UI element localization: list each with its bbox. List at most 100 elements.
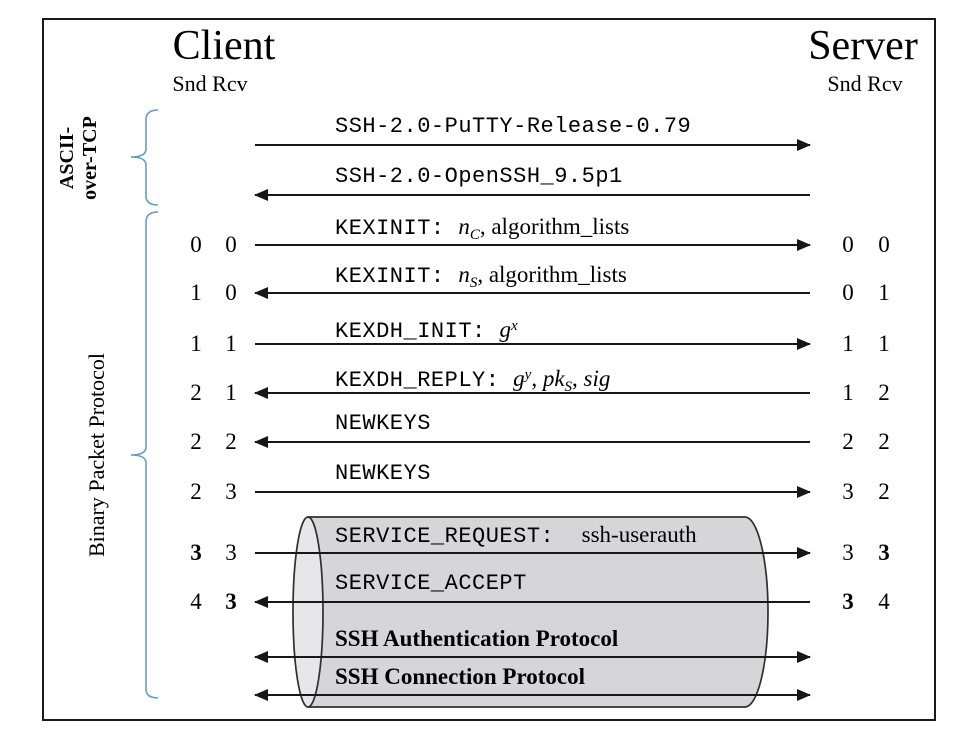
arrowhead-left-icon	[254, 596, 268, 608]
client-rcv-counter: 2	[225, 429, 237, 454]
message-label: KEXDH_INIT: gx	[335, 311, 518, 344]
message-text-part: KEXINIT:	[335, 216, 459, 241]
message-text-part: n	[458, 214, 470, 239]
arrowhead-left-icon	[254, 651, 268, 663]
server-snd-rcv-header: Snd Rcv	[827, 71, 903, 96]
secure-tunnel-cylinder	[292, 516, 769, 708]
message-text-part: SERVICE_ACCEPT	[335, 571, 527, 596]
message-text-part: sig	[583, 366, 611, 391]
message-text-part: KEXDH_REPLY:	[335, 368, 514, 393]
message-arrow-left	[254, 436, 810, 448]
client-rcv-counter: 1	[225, 331, 237, 356]
client-snd-counter: 2	[190, 479, 202, 504]
message-text-part: , algorithm_lists	[479, 214, 630, 239]
message-text-part: SSH Connection Protocol	[335, 664, 586, 689]
arrowhead-left-icon	[254, 189, 268, 201]
arrowhead-right-icon	[797, 547, 811, 559]
message-label: SSH-2.0-PuTTY-Release-0.79	[335, 112, 691, 142]
message-text-part: SSH Authentication Protocol	[335, 626, 619, 651]
client-rcv-counter: 3	[225, 589, 237, 614]
message-arrow-left	[254, 387, 810, 399]
arrowhead-left-icon	[254, 436, 268, 448]
message-label: SERVICE_ACCEPT	[335, 569, 527, 599]
arrowhead-right-icon	[797, 338, 811, 350]
server-rcv-counter: 1	[878, 280, 890, 305]
client-snd-counter: 4	[190, 589, 202, 614]
server-rcv-counter: 1	[878, 331, 890, 356]
server-rcv-counter: 2	[878, 380, 890, 405]
message-text-part: pk	[542, 366, 565, 391]
message-text-part: ,	[531, 366, 543, 391]
client-rcv-counter: 0	[225, 232, 237, 257]
message-arrow-left	[254, 287, 810, 299]
server-rcv-counter: 2	[878, 479, 890, 504]
message-arrow-right	[255, 338, 811, 350]
server-rcv-counter: 2	[878, 429, 890, 454]
server-snd-counter: 0	[842, 280, 854, 305]
client-rcv-counter: 1	[225, 380, 237, 405]
client-snd-counter: 2	[190, 429, 202, 454]
message-arrow-both	[254, 689, 811, 701]
message-label: KEXINIT: nC, algorithm_lists	[335, 212, 630, 243]
message-text-part: y	[524, 367, 532, 383]
message-label: SERVICE_REQUEST: ssh-userauth	[335, 520, 697, 550]
diagram-border	[42, 18, 936, 721]
message-text-part: SSH-2.0-PuTTY-Release-0.79	[335, 114, 692, 139]
message-arrow-right	[255, 486, 811, 498]
message-text-part: S	[564, 379, 573, 395]
message-label: KEXINIT: nS, algorithm_lists	[335, 260, 627, 291]
message-text-part: NEWKEYS	[335, 461, 431, 486]
arrowhead-left-icon	[254, 287, 268, 299]
arrowhead-right-icon	[797, 689, 811, 701]
message-arrow-left	[254, 596, 810, 608]
message-text-part: NEWKEYS	[335, 411, 431, 436]
message-text-part: C	[469, 227, 480, 243]
client-snd-counter: 0	[190, 232, 202, 257]
client-title: Client	[172, 23, 276, 69]
client-rcv-counter: 0	[225, 280, 237, 305]
message-text-part: , algorithm_lists	[477, 262, 627, 287]
server-snd-counter: 2	[842, 429, 854, 454]
server-rcv-counter: 0	[878, 232, 890, 257]
message-label: NEWKEYS	[335, 459, 431, 489]
message-text-part: SERVICE_REQUEST:	[335, 524, 582, 549]
message-label: SSH Authentication Protocol	[335, 624, 618, 654]
arrowhead-right-icon	[797, 139, 811, 151]
server-snd-counter: 3	[842, 479, 854, 504]
message-label: SSH-2.0-OpenSSH_9.5p1	[335, 162, 623, 192]
message-arrow-left	[254, 189, 810, 201]
message-text-part: KEXDH_INIT:	[335, 319, 500, 344]
message-text-part: n	[458, 262, 470, 287]
client-snd-counter: 1	[190, 280, 202, 305]
message-arrow-right	[255, 139, 811, 151]
message-arrow-right	[255, 239, 811, 251]
arrowhead-right-icon	[797, 239, 811, 251]
message-text-part: S	[469, 275, 478, 291]
client-snd-counter: 1	[190, 331, 202, 356]
message-text-part: KEXINIT:	[335, 264, 459, 289]
arrowhead-left-icon	[254, 689, 268, 701]
message-arrow-right	[255, 547, 811, 559]
server-snd-counter: 1	[842, 380, 854, 405]
server-snd-counter: 3	[842, 540, 854, 565]
message-arrow-both	[254, 651, 811, 663]
message-label: KEXDH_REPLY: gy, pkS, sig	[335, 360, 611, 395]
cylinder-body	[307, 516, 769, 708]
server-snd-counter: 1	[842, 331, 854, 356]
arrowhead-right-icon	[797, 651, 811, 663]
server-rcv-counter: 4	[878, 589, 890, 614]
message-label: NEWKEYS	[335, 409, 431, 439]
arrowhead-right-icon	[797, 486, 811, 498]
client-snd-counter: 3	[190, 540, 202, 565]
client-rcv-counter: 3	[225, 479, 237, 504]
message-text-part: ssh-userauth	[581, 522, 697, 547]
message-text-part: g	[513, 366, 525, 391]
message-label: SSH Connection Protocol	[335, 662, 585, 692]
server-snd-counter: 0	[842, 232, 854, 257]
cylinder-cap	[292, 516, 324, 708]
server-rcv-counter: 3	[878, 540, 890, 565]
message-text-part: ,	[572, 366, 584, 391]
